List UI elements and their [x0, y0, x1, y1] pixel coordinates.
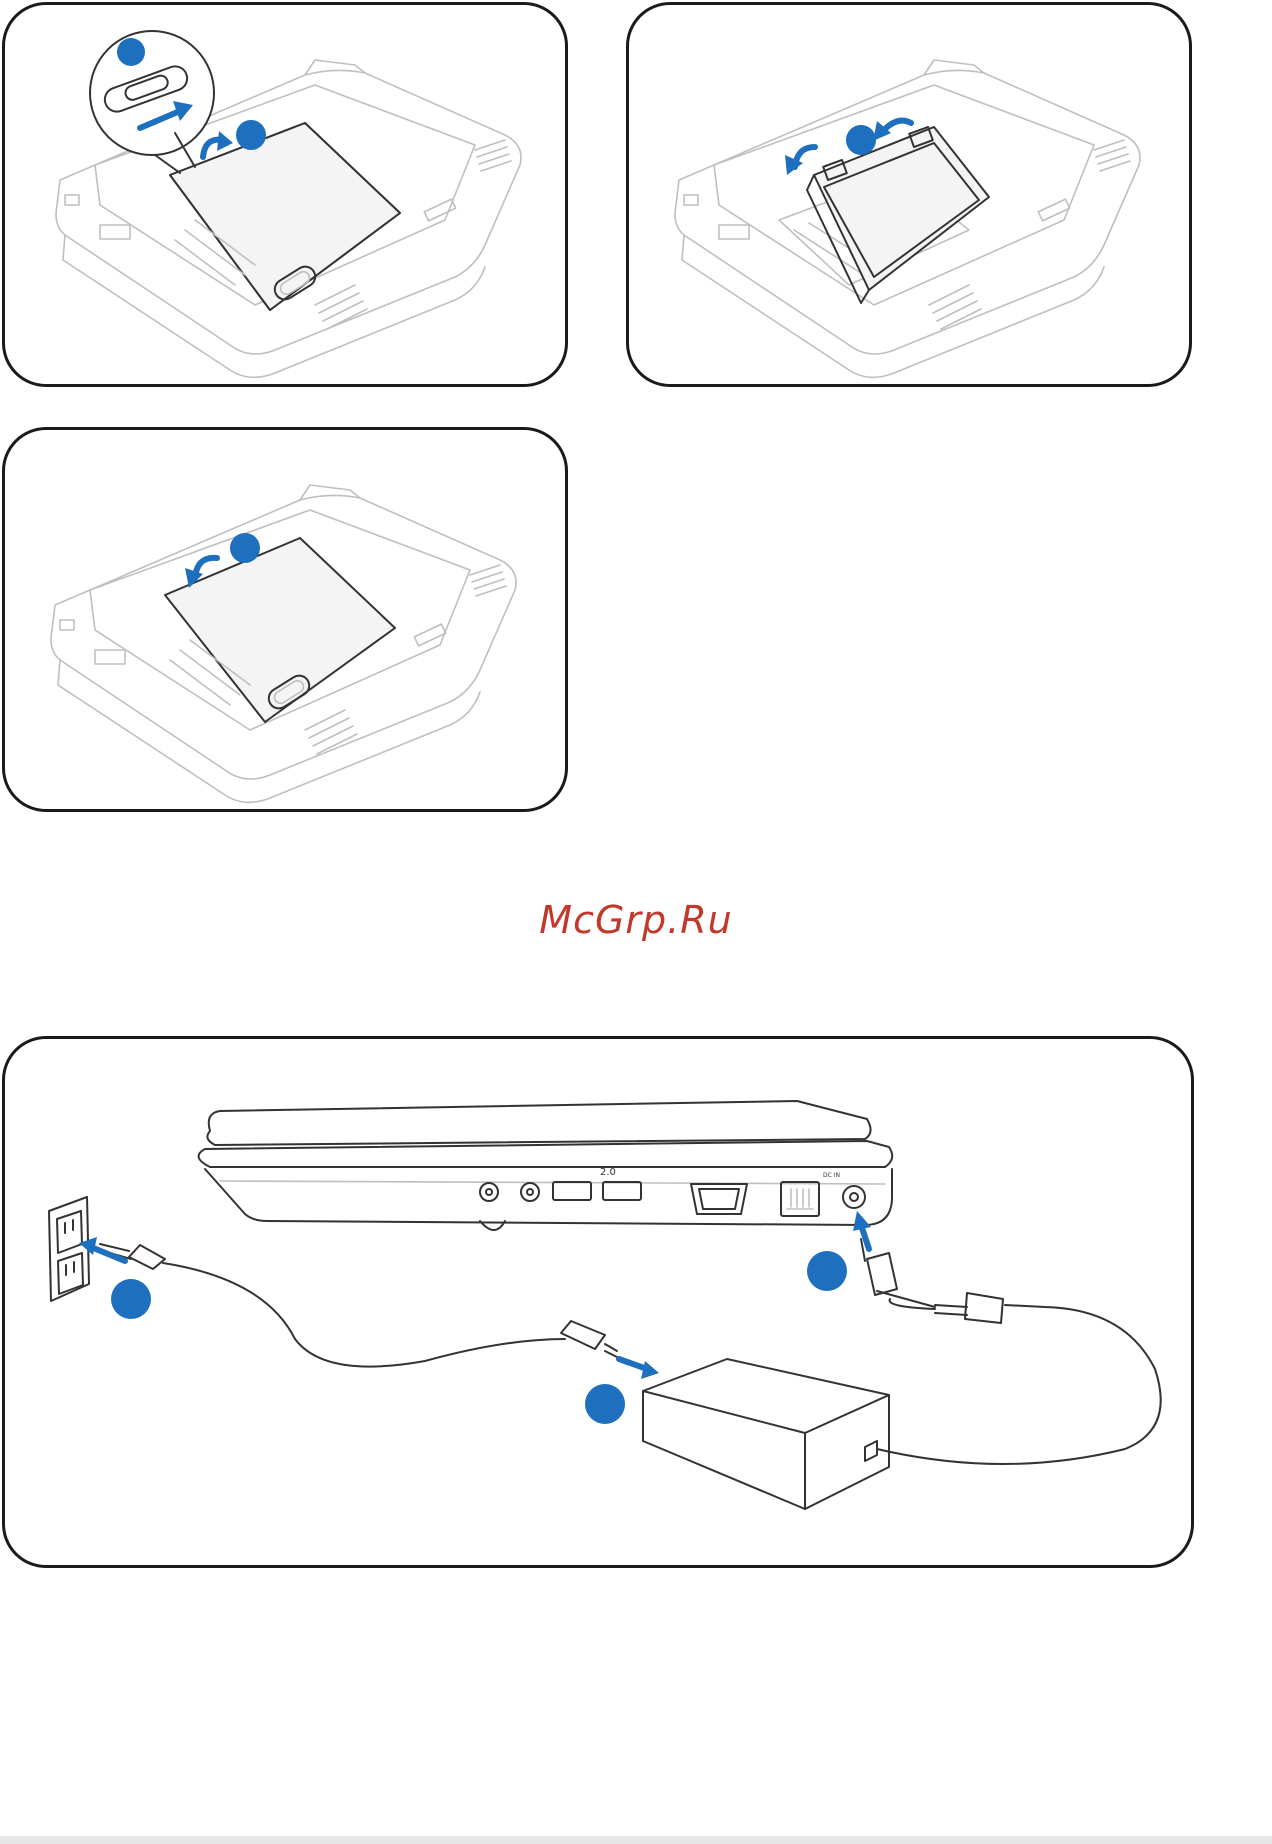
step-marker-wall-outlet — [111, 1279, 151, 1319]
laptop-underside-battery-install-icon — [5, 430, 565, 809]
laptop-underside-battery-lift-icon — [629, 5, 1189, 384]
battery-insert-panel — [2, 427, 568, 812]
footer-bar — [0, 1836, 1272, 1844]
laptop-underside-battery-lock-icon — [5, 5, 565, 384]
step-marker-dc-in — [807, 1251, 847, 1291]
dc-in-label: DC IN — [823, 1172, 840, 1179]
step-marker-2 — [236, 120, 266, 150]
laptop-ac-adapter-connection-icon: 2.0 DC IN — [5, 1039, 1191, 1565]
ac-adapter-panel: 2.0 DC IN — [2, 1036, 1194, 1568]
battery-release-panel — [2, 2, 568, 387]
usb-version-label: 2.0 — [600, 1167, 616, 1178]
step-marker-insert — [230, 533, 260, 563]
watermark: McGrp.Ru — [0, 898, 1272, 942]
step-marker-adapter — [585, 1384, 625, 1424]
battery-remove-panel — [626, 2, 1192, 387]
step-marker-remove — [846, 125, 876, 155]
step-marker-1 — [117, 38, 145, 66]
